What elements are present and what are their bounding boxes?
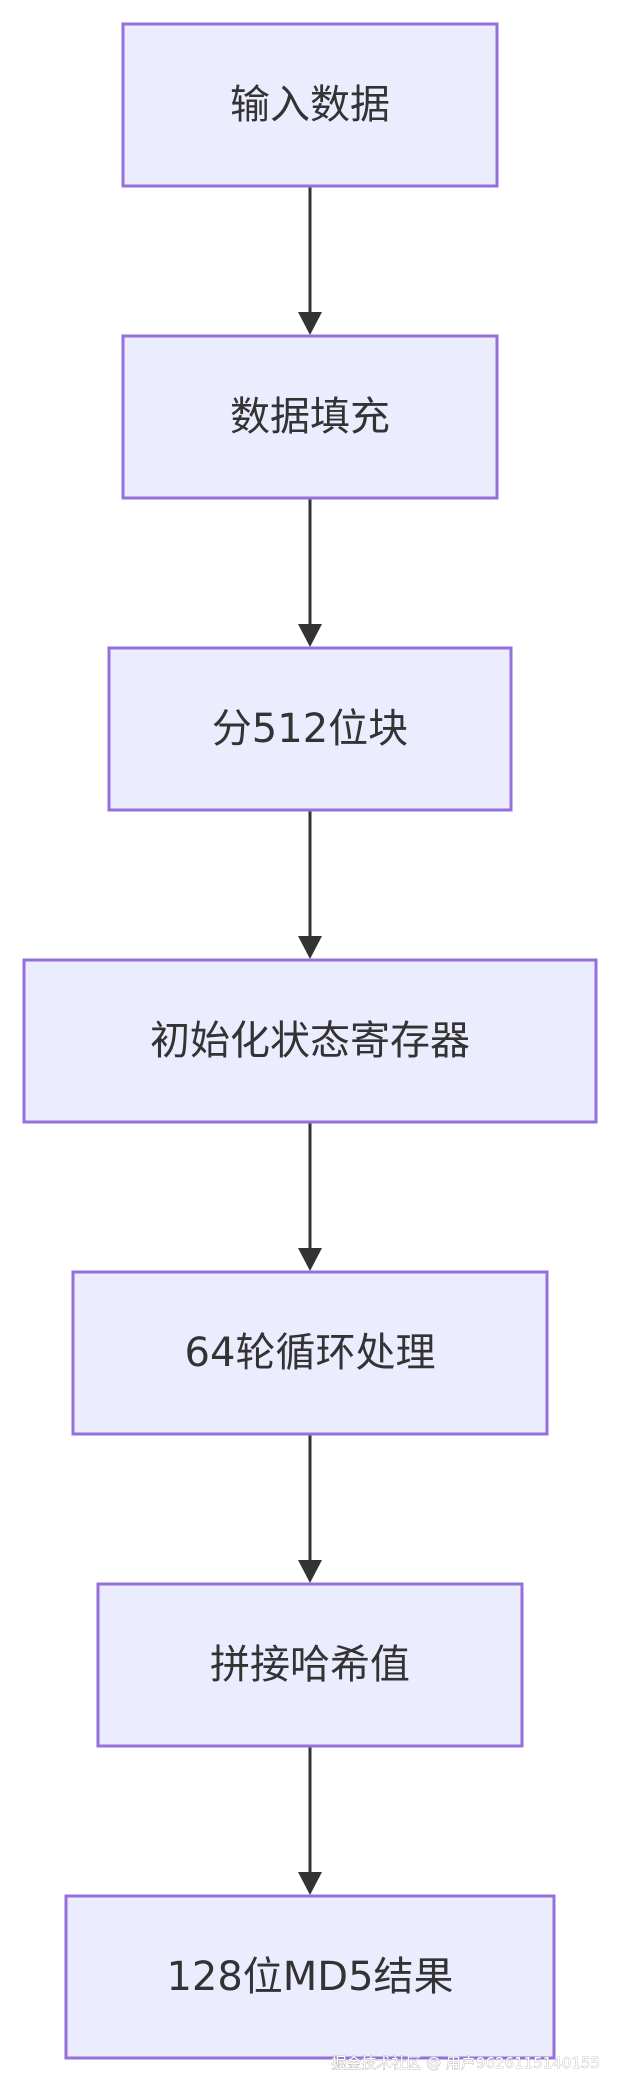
node-box — [64, 1894, 556, 2060]
arrowhead-icon — [298, 936, 322, 959]
arrowhead-icon — [298, 1560, 322, 1583]
flow-arrow-3 — [298, 810, 322, 959]
watermark-text: 掘金技术社区 @ 用户9626115140155 — [331, 2054, 600, 2072]
node-box — [22, 958, 598, 1124]
flow-arrow-4 — [298, 1122, 322, 1271]
flow-node-2: 数据填充 — [121, 334, 499, 500]
flow-node-4: 初始化状态寄存器 — [22, 958, 598, 1124]
flow-node-6: 拼接哈希值 — [96, 1582, 524, 1748]
node-label: 拼接哈希值 — [210, 1642, 410, 1688]
node-box — [71, 1270, 549, 1436]
node-label: 64轮循环处理 — [185, 1330, 436, 1376]
edges — [298, 186, 322, 1895]
flow-arrow-1 — [298, 186, 322, 335]
flow-arrow-5 — [298, 1434, 322, 1583]
arrowhead-icon — [298, 312, 322, 335]
flow-node-5: 64轮循环处理 — [71, 1270, 549, 1436]
node-box — [107, 646, 513, 812]
node-box — [96, 1582, 524, 1748]
node-label: 数据填充 — [230, 394, 390, 440]
flow-node-3: 分512位块 — [107, 646, 513, 812]
node-box — [121, 334, 499, 500]
flow-arrow-6 — [298, 1746, 322, 1895]
node-label: 初始化状态寄存器 — [150, 1018, 470, 1064]
arrowhead-icon — [298, 624, 322, 647]
node-label: 输入数据 — [230, 82, 390, 128]
node-box — [121, 22, 499, 188]
flow-node-1: 输入数据 — [121, 22, 499, 188]
node-label: 分512位块 — [212, 706, 408, 752]
flow-arrow-2 — [298, 498, 322, 647]
flow-node-7: 128位MD5结果 — [64, 1894, 556, 2060]
node-label: 128位MD5结果 — [166, 1954, 453, 2000]
arrowhead-icon — [298, 1872, 322, 1895]
arrowhead-icon — [298, 1248, 322, 1271]
